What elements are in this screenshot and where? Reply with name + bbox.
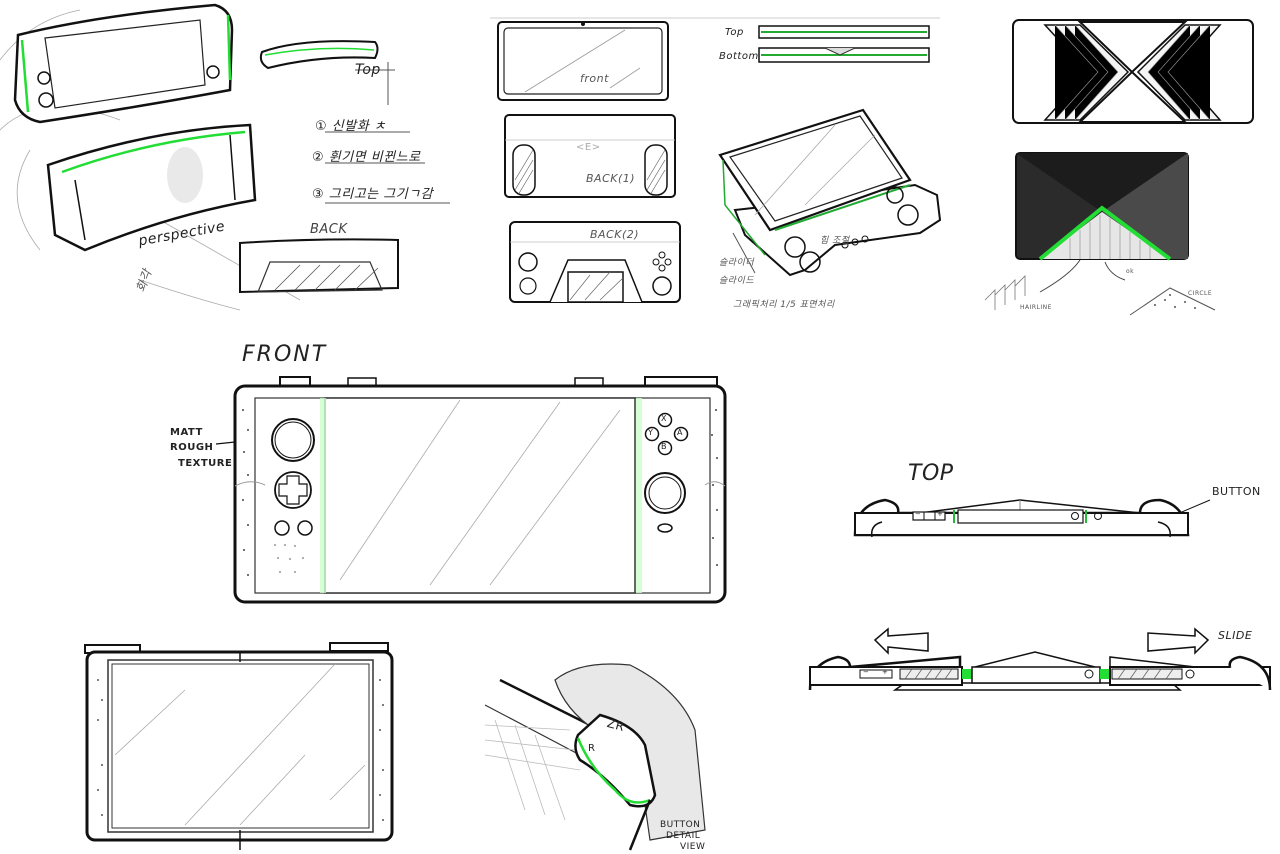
curved-handheld-drawing <box>0 3 450 311</box>
top-title: TOP <box>908 461 954 486</box>
slide-volume-plus: + <box>882 668 889 676</box>
texture-callout-3: TEXTURE <box>178 458 233 469</box>
r-label: R <box>588 743 596 754</box>
sketch-x-pattern-back: HAIRLINE CIRCLE ok <box>980 10 1280 320</box>
small-note: ok <box>1126 268 1135 275</box>
volume-plus: + <box>937 510 944 518</box>
x-pattern-drawing <box>984 19 1254 316</box>
korean-note-1: ① 신발화 ㅊ <box>315 119 387 134</box>
face-button-x: X <box>661 414 667 423</box>
top-view-label: Top <box>355 62 381 78</box>
front-view-drawing <box>215 376 727 604</box>
sketch-folding-views: front <E> BACK(1) BACK(2) <box>490 10 940 310</box>
button-callout: BUTTON <box>1212 485 1261 498</box>
top-view-sketch: TOP BUTTON − + <box>840 455 1280 550</box>
back-label: BACK <box>310 222 348 237</box>
folded-front-drawing <box>84 642 394 850</box>
face-button-a: A <box>677 428 683 437</box>
side-note-2: 슬라이드 <box>719 276 755 286</box>
front-view-sketch: FRONT MATT ROUGH TEXTURE X Y A <box>160 340 740 610</box>
top-edge-label: Top <box>725 27 744 38</box>
slide-volume-minus: − <box>863 668 870 676</box>
front-label: front <box>580 72 609 85</box>
logo-label: <E> <box>576 142 601 153</box>
back2-label: BACK(2) <box>590 228 640 241</box>
texture-callout-2: ROUGH <box>170 442 214 453</box>
button-detail-sketch: ZR R BUTTON DETAIL VIEW <box>480 650 740 852</box>
slide-label: SLIDE <box>1218 629 1253 642</box>
front-title: FRONT <box>242 342 328 367</box>
slider-perspective-drawing <box>718 25 942 277</box>
hairline-texture-label: HAIRLINE <box>1020 304 1052 311</box>
folding-views-drawing <box>490 17 940 303</box>
slide-view-sketch: SLIDE − + <box>800 615 1280 695</box>
side-note-1: 슬라이더 <box>719 258 755 268</box>
bottom-note: 그래픽처리 1/5 표면처리 <box>733 300 835 310</box>
volume-minus: − <box>915 510 922 518</box>
slide-view-drawing <box>808 627 1272 691</box>
hinge-note: 힘 조절 <box>820 236 850 246</box>
texture-callout-1: MATT <box>170 427 203 438</box>
caption-line-3: VIEW <box>680 842 706 852</box>
caption-line-1: BUTTON <box>660 820 701 830</box>
face-button-b: B <box>661 442 667 451</box>
sketch-curved-handheld: Top ① 신발화 ㅊ ② 휜기면 비뀐느로 ③ 그리고는 그기ㄱ감 BACK … <box>0 0 480 320</box>
button-detail-drawing <box>484 663 706 851</box>
bottom-edge-label: Bottom <box>719 51 759 62</box>
caption-line-2: DETAIL <box>666 831 701 841</box>
circle-texture-label: CIRCLE <box>1188 290 1213 297</box>
back1-label: BACK(1) <box>586 172 636 185</box>
sketch-slider-perspective: Top Bottom 힘 조절 슬라이더 슬라이드 그래픽처리 1/5 표면처리 <box>715 15 955 315</box>
korean-note-3: ③ 그리고는 그기ㄱ감 <box>312 187 434 202</box>
folded-front-sketch <box>80 640 400 850</box>
face-button-y: Y <box>648 428 654 437</box>
korean-note-2: ② 휜기면 비뀐느로 <box>312 150 421 165</box>
top-view-drawing <box>853 498 1211 538</box>
